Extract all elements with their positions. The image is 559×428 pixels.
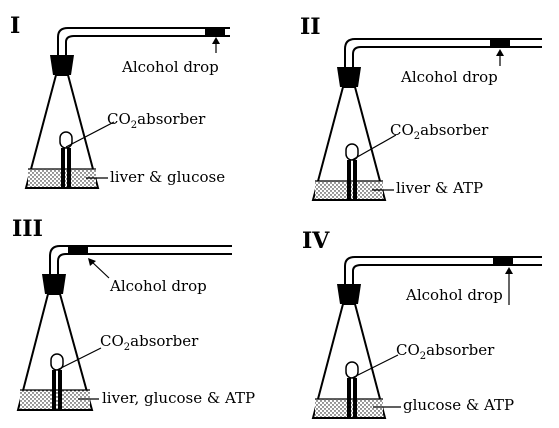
alcohol-drop-label: Alcohol drop: [109, 277, 207, 295]
arrow-icon: [88, 258, 96, 266]
panel-IV: IV Alcohol drop CO2absorber glucose & AT…: [302, 228, 542, 419]
co2-absorber-label: CO2absorber: [100, 332, 199, 353]
flask-contents-label: liver & glucose: [110, 168, 225, 186]
panel-numeral: I: [10, 13, 20, 39]
flask-contents-label: glucose & ATP: [403, 396, 514, 414]
capillary-tube: [49, 245, 232, 281]
alcohol-drop-label: Alcohol drop: [405, 286, 503, 304]
co2-absorber-label: CO2absorber: [390, 121, 489, 142]
arrow-icon: [212, 37, 220, 44]
panel-II: II Alcohol drop CO2absorber liver & ATP: [300, 14, 542, 201]
alcohol-drop-label: Alcohol drop: [400, 68, 498, 86]
capillary-tube: [57, 27, 230, 62]
capillary-tube: [344, 256, 542, 291]
rubber-stopper: [337, 67, 361, 87]
rubber-stopper: [42, 274, 66, 294]
flask-contents-label: liver & ATP: [396, 179, 483, 197]
arrow-icon: [496, 49, 504, 56]
panel-numeral: IV: [302, 228, 330, 254]
panel-I: I Alcohol drop CO2absorber liver & gluco…: [10, 13, 230, 189]
rubber-stopper: [337, 284, 361, 304]
panel-numeral: II: [300, 14, 321, 40]
co2-absorber-tube: [345, 361, 359, 418]
co2-absorber-tube: [50, 353, 64, 410]
arrow-icon: [505, 267, 513, 274]
panel-III: III Alcohol drop CO2absorber liver, gluc…: [12, 216, 255, 411]
alcohol-drop-label: Alcohol drop: [121, 58, 219, 76]
panel-numeral: III: [12, 216, 43, 242]
co2-absorber-label: CO2absorber: [396, 341, 495, 362]
capillary-tube: [344, 38, 542, 74]
alcohol-drop: [205, 29, 225, 35]
alcohol-drop: [68, 247, 88, 253]
co2-absorber-tube: [59, 131, 73, 188]
co2-absorber-label: CO2absorber: [107, 110, 206, 131]
flask-contents-label: liver, glucose & ATP: [102, 389, 255, 407]
rubber-stopper: [50, 55, 74, 75]
alcohol-drop: [493, 258, 513, 264]
alcohol-drop: [490, 40, 510, 46]
